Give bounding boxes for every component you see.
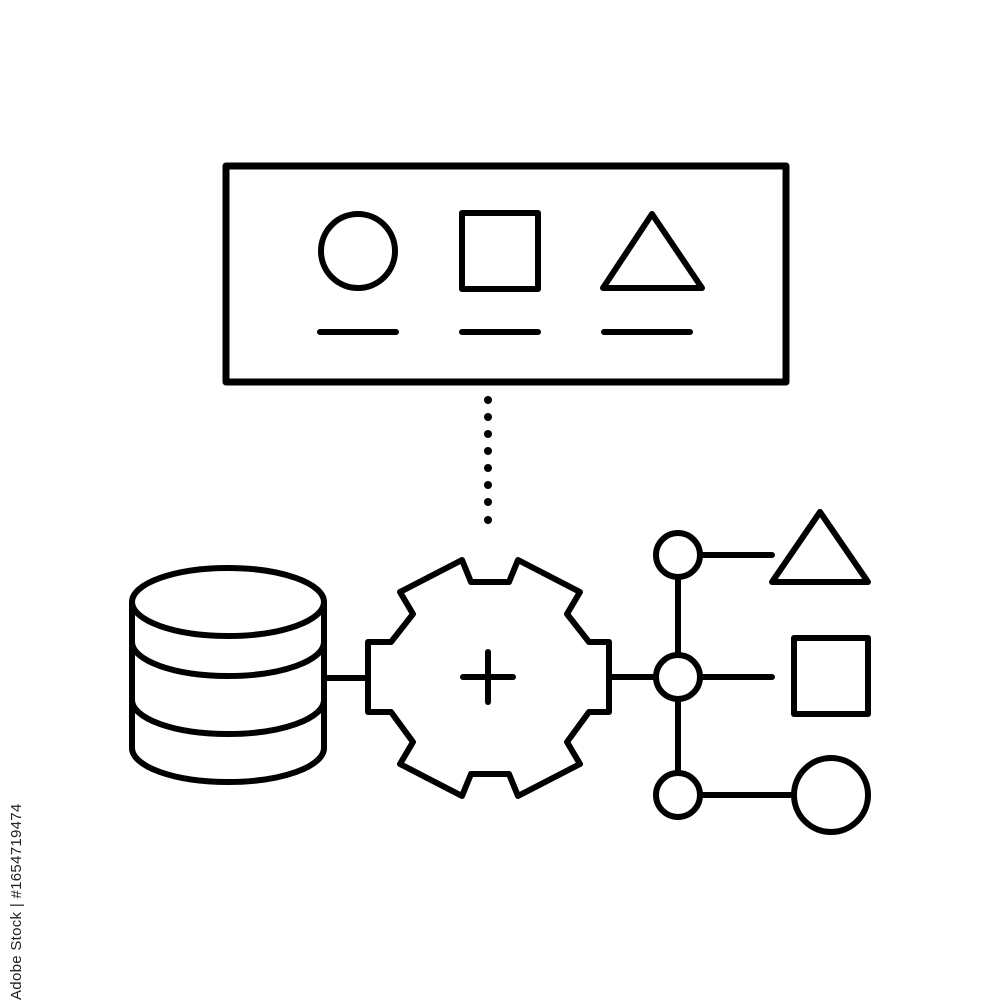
panel-triangle-icon xyxy=(600,211,705,291)
tree-square-icon xyxy=(791,635,871,717)
dotted-connector xyxy=(484,396,492,524)
tree-node-top xyxy=(653,530,703,580)
info-panel-frame xyxy=(222,162,790,386)
tree-circle-icon xyxy=(791,755,871,835)
gear-icon xyxy=(365,557,612,799)
tree-triangle-icon xyxy=(769,509,871,585)
tree-node-bottom xyxy=(653,770,703,820)
panel-square-icon xyxy=(459,210,541,292)
panel-circle-icon xyxy=(318,211,398,291)
tree-node-middle xyxy=(653,652,703,702)
stock-id-watermark: Adobe Stock | #1654719474 xyxy=(8,803,25,1000)
info-panel xyxy=(222,162,790,386)
tree-diagram xyxy=(653,509,871,835)
database-icon xyxy=(129,565,327,785)
